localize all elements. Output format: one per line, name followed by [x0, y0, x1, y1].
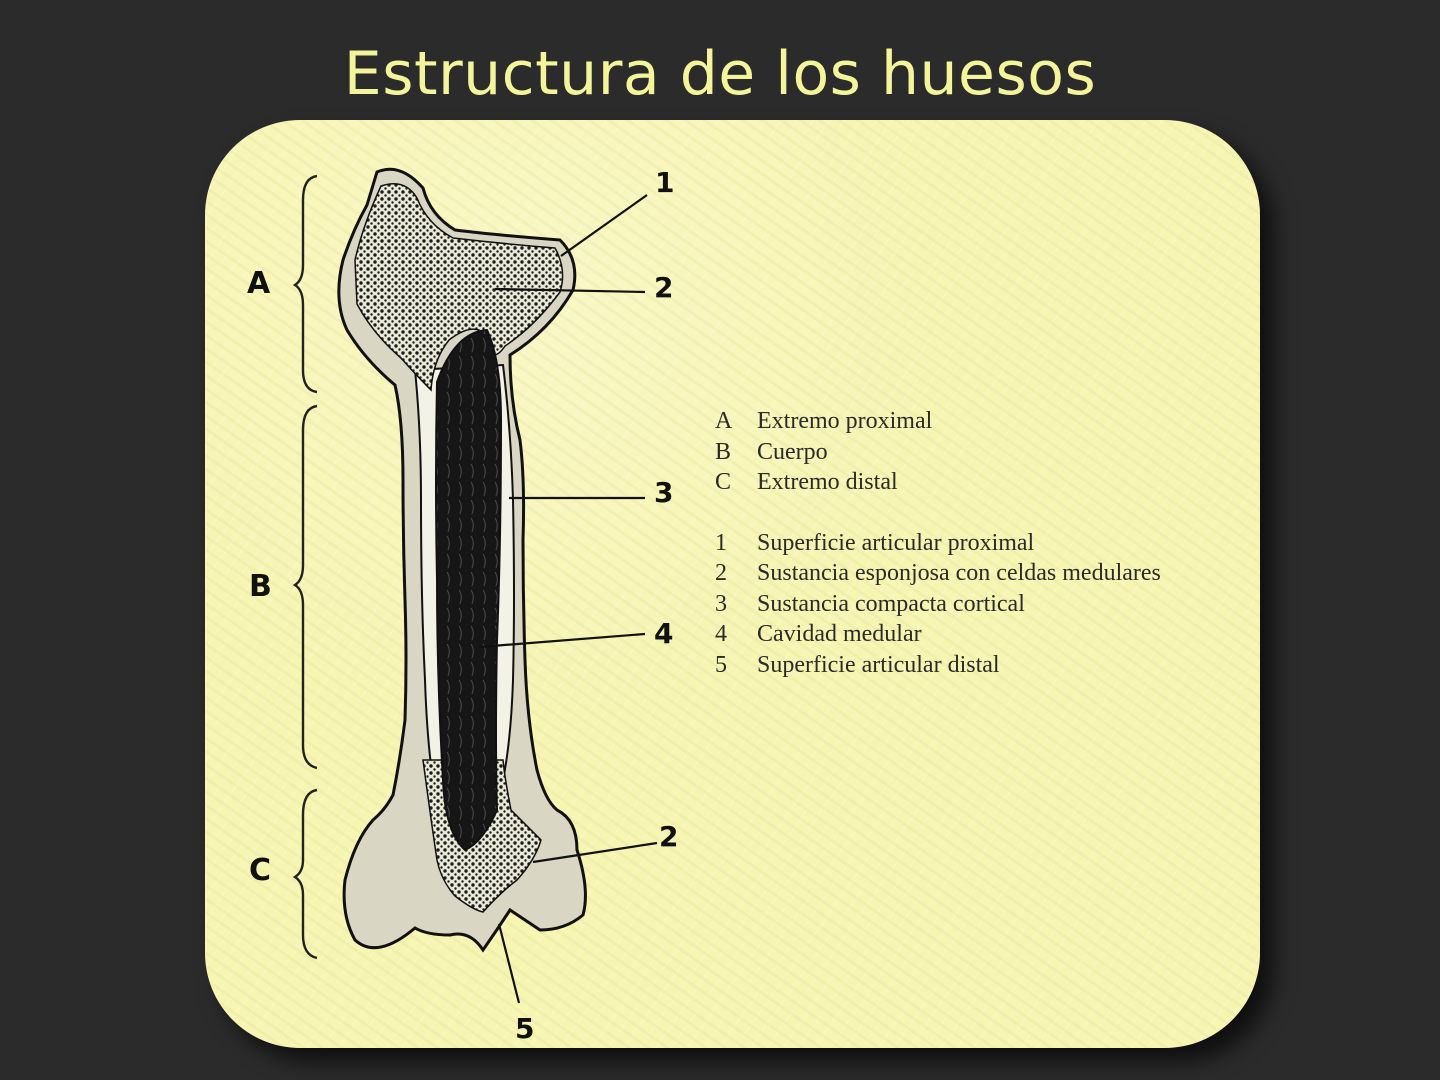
slide-title: Estructura de los huesos [343, 39, 1097, 109]
legend-key: 3 [715, 590, 727, 617]
legend-key: C [715, 469, 732, 495]
medullary-cavity [435, 328, 503, 852]
callout-line-2-bottom [532, 841, 658, 864]
legend-text: Extremo proximal [757, 408, 933, 434]
callout-line-4 [478, 632, 646, 649]
legend-row-1: 1 Superficie articular proximal [715, 528, 1161, 559]
legend-key: B [715, 438, 732, 465]
legend-row-A: A Extremo proximal [715, 406, 1161, 437]
callout-line-2-top [494, 287, 646, 294]
callout-number-4: 4 [654, 617, 673, 650]
brace-C [292, 788, 318, 960]
legend-gap [715, 498, 1161, 528]
callout-line-5 [497, 923, 521, 1004]
region-label-C: C [249, 853, 271, 888]
callout-number-5: 5 [515, 1012, 534, 1045]
callout-line-1 [560, 194, 648, 257]
legend-text: Cuerpo [757, 438, 828, 465]
legend-key: 2 [715, 560, 727, 586]
spongy-bone-proximal [354, 183, 564, 392]
callout-number-1: 1 [655, 166, 674, 199]
legend-row-5: 5 Superficie articular distal [715, 650, 1161, 681]
region-label-A: A [247, 266, 271, 301]
legend-row-4: 4 Cavidad medular [715, 619, 1161, 650]
legend-text: Extremo distal [757, 469, 898, 495]
legend-text: Sustancia compacta cortical [757, 590, 1025, 617]
legend-text: Superficie articular distal [757, 651, 1000, 678]
legend-key: A [715, 408, 733, 434]
legend-row-C: C Extremo distal [715, 467, 1161, 498]
legend-key: 5 [715, 651, 727, 678]
brace-A [292, 174, 318, 394]
legend-text: Sustancia esponjosa con celdas medulares [757, 560, 1161, 586]
legend-row-2: 2 Sustancia esponjosa con celdas medular… [715, 558, 1161, 589]
callout-number-2-top: 2 [654, 271, 673, 304]
callout-number-3: 3 [654, 476, 673, 509]
brace-B [292, 404, 318, 770]
legend: A Extremo proximal B Cuerpo C Extremo di… [715, 406, 1161, 680]
region-label-B: B [249, 569, 272, 604]
legend-key: 4 [715, 621, 727, 647]
diagram-panel: A B C 1 2 3 4 2 5 A Extremo proximal [205, 120, 1260, 1048]
legend-row-3: 3 Sustancia compacta cortical [715, 589, 1161, 620]
legend-row-B: B Cuerpo [715, 437, 1161, 468]
legend-key: 1 [715, 529, 727, 556]
callout-number-2-bottom: 2 [659, 820, 678, 853]
bone-diagram: A B C 1 2 3 4 2 5 [247, 166, 678, 1045]
legend-text: Superficie articular proximal [757, 529, 1035, 556]
legend-text: Cavidad medular [757, 621, 922, 647]
